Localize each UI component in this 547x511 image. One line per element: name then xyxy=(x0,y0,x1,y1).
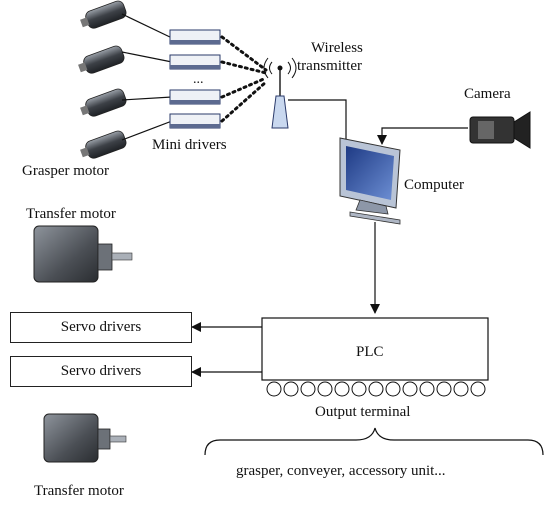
outputs-list-label: grasper, conveyer, accessory unit... xyxy=(236,463,446,479)
wireless-links xyxy=(220,35,268,123)
mini-drivers-label: Mini drivers xyxy=(152,137,227,153)
terminal-circle-icon xyxy=(266,381,486,397)
antenna-icon xyxy=(263,57,297,129)
servo-drivers-box-2: Servo drivers xyxy=(10,356,192,387)
motor-driver-links xyxy=(121,13,173,141)
wireless-transmitter-label-line1: Wireless xyxy=(311,40,363,56)
plc-block xyxy=(261,317,489,381)
antenna-computer-link xyxy=(288,99,347,150)
mini-driver-icon xyxy=(169,29,221,129)
transfer-motor-icon xyxy=(43,413,127,463)
camera-icon xyxy=(469,111,531,149)
monitor-icon xyxy=(339,137,401,225)
camera-label: Camera xyxy=(464,86,511,102)
grasper-motor-label: Grasper motor xyxy=(22,163,110,179)
transfer-motor-icon xyxy=(33,225,133,283)
plc-label: PLC xyxy=(356,344,384,360)
servo-drivers-box-1: Servo drivers xyxy=(10,312,192,343)
computer-label: Computer xyxy=(404,177,464,193)
grasper-motor-icon xyxy=(78,0,127,159)
transfer-motor-label-top: Transfer motor xyxy=(26,206,116,222)
mini-drivers-ellipsis: ... xyxy=(193,72,204,87)
output-terminal-label: Output terminal xyxy=(315,404,411,420)
output-brace xyxy=(204,427,544,456)
transfer-motor-label-bottom: Transfer motor xyxy=(34,483,124,499)
wireless-transmitter-label-line2: transmitter xyxy=(297,58,362,74)
camera-computer-link xyxy=(377,127,468,145)
plc-servo-links xyxy=(191,322,262,377)
